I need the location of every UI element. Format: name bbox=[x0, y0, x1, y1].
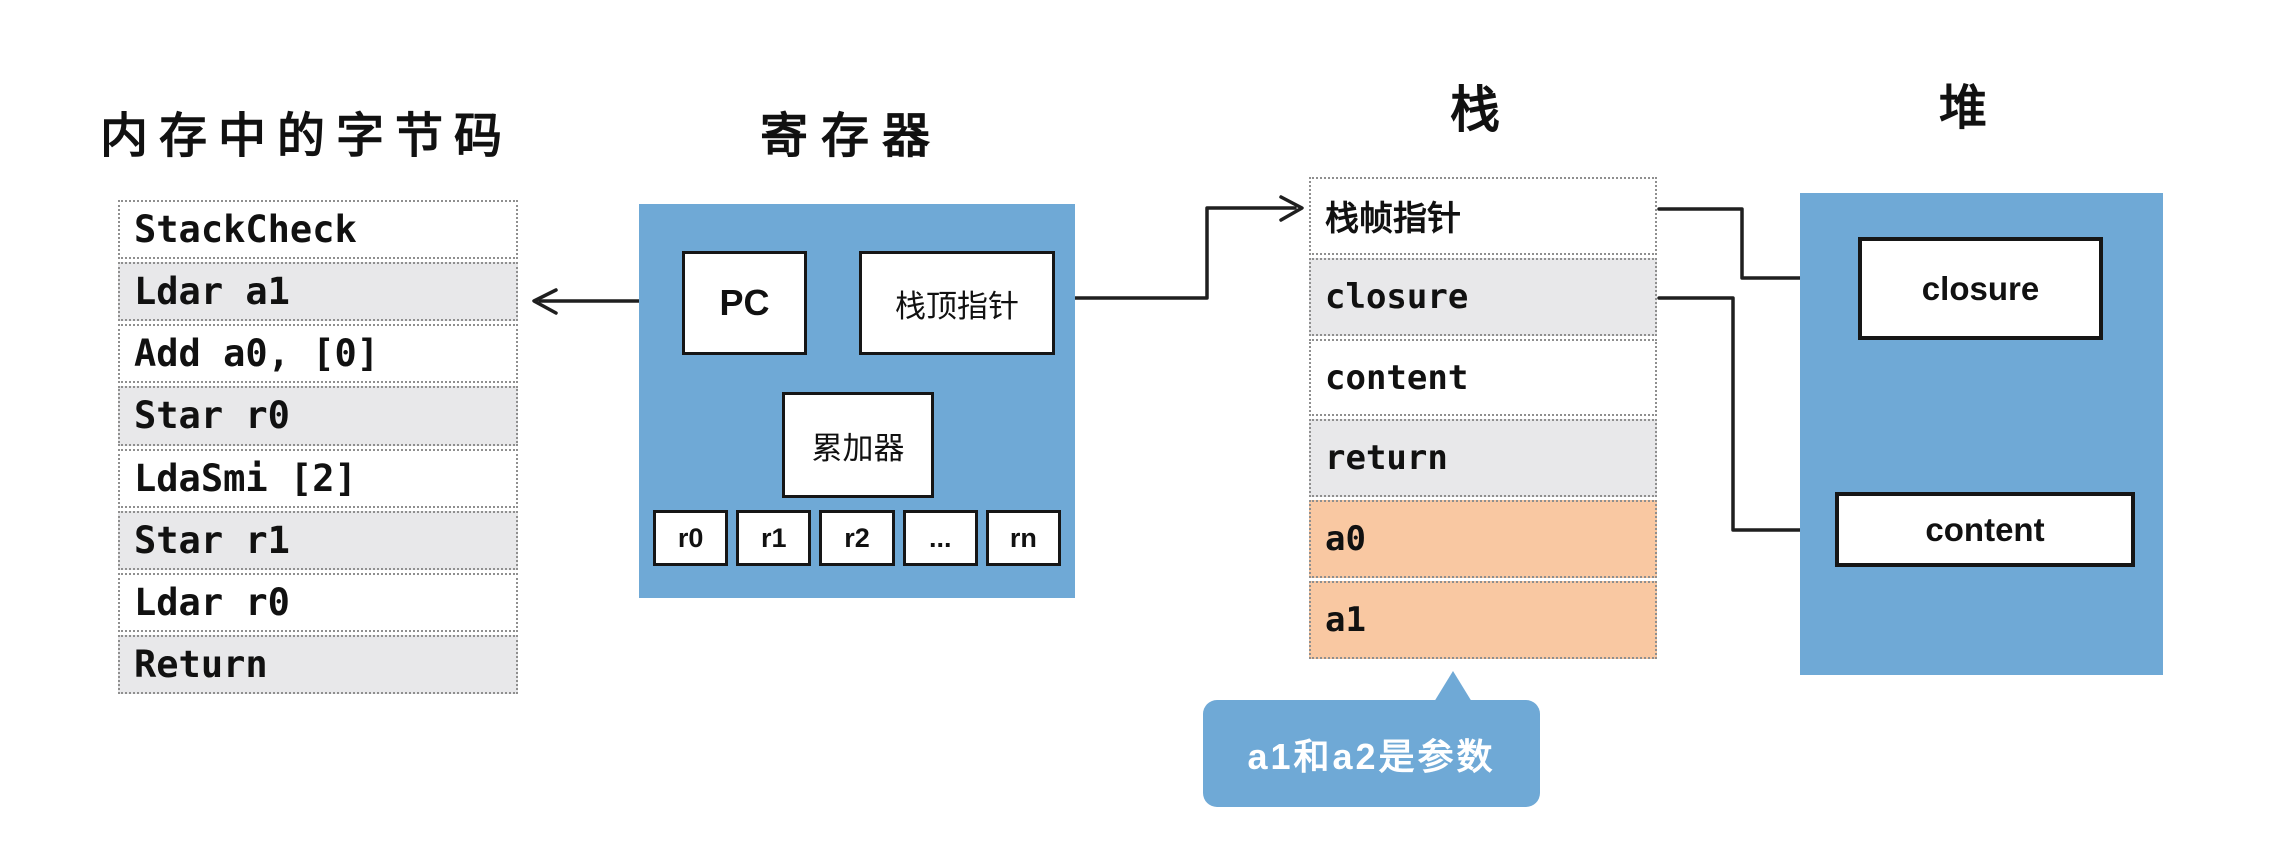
heap-section-title: 堆 bbox=[1939, 82, 1988, 135]
general-register-box: r1 bbox=[736, 510, 812, 566]
bytecode-row: StackCheck bbox=[118, 200, 518, 260]
bytecode-row: Ldar a1 bbox=[118, 262, 518, 322]
bytecode-row: Add a0, [0] bbox=[118, 324, 518, 384]
general-register-box: ... bbox=[902, 510, 978, 566]
bytecode-row-label: Ldar a1 bbox=[134, 270, 290, 314]
stack-top-pointer-label: 栈顶指针 bbox=[895, 288, 1019, 325]
stack-row: content bbox=[1309, 338, 1657, 417]
general-register-box: r2 bbox=[819, 510, 895, 566]
stack-row-label: content bbox=[1325, 357, 1469, 398]
stack-row-label: a1 bbox=[1325, 600, 1366, 641]
stack-row: 栈帧指针 bbox=[1309, 177, 1657, 255]
general-register-label: ... bbox=[928, 522, 952, 553]
arrow-pc-to-bytecode-head bbox=[532, 288, 558, 315]
general-register-label: r1 bbox=[761, 522, 787, 553]
general-register-box: rn bbox=[985, 510, 1062, 566]
stack-row-label: a0 bbox=[1325, 519, 1366, 560]
general-register-label: r2 bbox=[844, 522, 870, 553]
bytecode-row-label: Ldar r0 bbox=[134, 580, 290, 624]
callout-tail bbox=[1434, 671, 1472, 702]
arrow-stacktop-to-stack-head bbox=[1279, 195, 1304, 222]
pc-register-label: PC bbox=[719, 282, 770, 323]
heap-content-box: content bbox=[1835, 492, 2135, 567]
stack-top-pointer-register-box: 栈顶指针 bbox=[859, 251, 1055, 355]
stack-row: closure bbox=[1309, 257, 1657, 336]
bytecode-row-label: Star r1 bbox=[134, 518, 290, 562]
general-register-label: rn bbox=[1009, 522, 1037, 553]
heap-box: closure content bbox=[1800, 193, 2163, 675]
accumulator-register-box: 累加器 bbox=[782, 392, 934, 498]
stack-row: a1 bbox=[1309, 581, 1657, 659]
stack-row-label: closure bbox=[1325, 276, 1469, 317]
bytecode-row: Ldar r0 bbox=[118, 572, 518, 632]
general-registers-row: r0 r1 r2 ... rn bbox=[653, 510, 1062, 566]
registers-section-title: 寄存器 bbox=[760, 110, 944, 163]
bytecode-section-title: 内存中的字节码 bbox=[100, 110, 514, 163]
arrow-stacktop-to-stack bbox=[1054, 206, 1297, 300]
general-register-label: r0 bbox=[677, 522, 704, 553]
bytecode-row-label: Add a0, [0] bbox=[134, 332, 380, 376]
stack-row-label: return bbox=[1325, 438, 1448, 479]
registers-box: PC 栈顶指针 累加器 r0 r1 r2 . bbox=[639, 204, 1075, 598]
general-register-box: r0 bbox=[653, 510, 729, 566]
bytecode-row-label: Return bbox=[134, 642, 268, 686]
stack-row-label: 栈帧指针 bbox=[1325, 199, 1461, 240]
stack-row: return bbox=[1309, 419, 1657, 498]
pc-register-box: PC bbox=[682, 251, 807, 355]
bytecode-row-label: LdaSmi [2] bbox=[134, 456, 357, 500]
bytecode-list: StackCheck Ldar a1 Add a0, [0] Star r0 L… bbox=[118, 200, 518, 694]
bytecode-row: Return bbox=[118, 634, 518, 694]
bytecode-row: Star r1 bbox=[118, 510, 518, 570]
callout-bubble: a1和a2是参数 bbox=[1203, 700, 1540, 807]
bytecode-row-label: Star r0 bbox=[134, 394, 290, 438]
heap-content-label: content bbox=[1925, 510, 2045, 548]
heap-closure-box: closure bbox=[1858, 237, 2103, 340]
bytecode-row: Star r0 bbox=[118, 386, 518, 446]
heap-closure-label: closure bbox=[1921, 269, 2040, 307]
stack-row: a0 bbox=[1309, 500, 1657, 579]
bytecode-row: LdaSmi [2] bbox=[118, 448, 518, 508]
callout-text: a1和a2是参数 bbox=[1247, 735, 1496, 777]
bytecode-row-label: StackCheck bbox=[134, 208, 357, 252]
stack-list: 栈帧指针 closure content return a0 a1 bbox=[1309, 177, 1657, 659]
stack-section-title: 栈 bbox=[1450, 82, 1500, 138]
accumulator-label: 累加器 bbox=[811, 430, 905, 467]
